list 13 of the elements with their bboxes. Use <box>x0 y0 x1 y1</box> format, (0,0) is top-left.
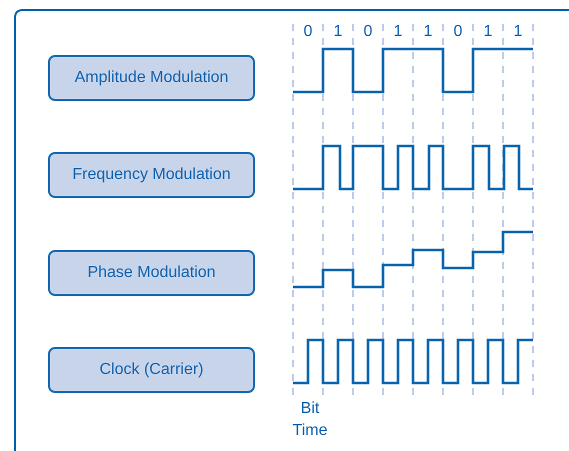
bit-value: 1 <box>392 22 404 42</box>
axis-label: Bit Time <box>292 399 328 441</box>
bit-value: 0 <box>362 22 374 42</box>
bit-value: 1 <box>332 22 344 42</box>
bit-value: 1 <box>512 22 524 42</box>
bit-value: 0 <box>302 22 314 42</box>
label-box: Frequency Modulation <box>48 152 255 198</box>
bit-value: 0 <box>452 22 464 42</box>
label-box: Clock (Carrier) <box>48 347 255 393</box>
bit-value: 1 <box>422 22 434 42</box>
bit-value: 1 <box>482 22 494 42</box>
label-box: Amplitude Modulation <box>48 55 255 101</box>
label-box: Phase Modulation <box>48 250 255 296</box>
